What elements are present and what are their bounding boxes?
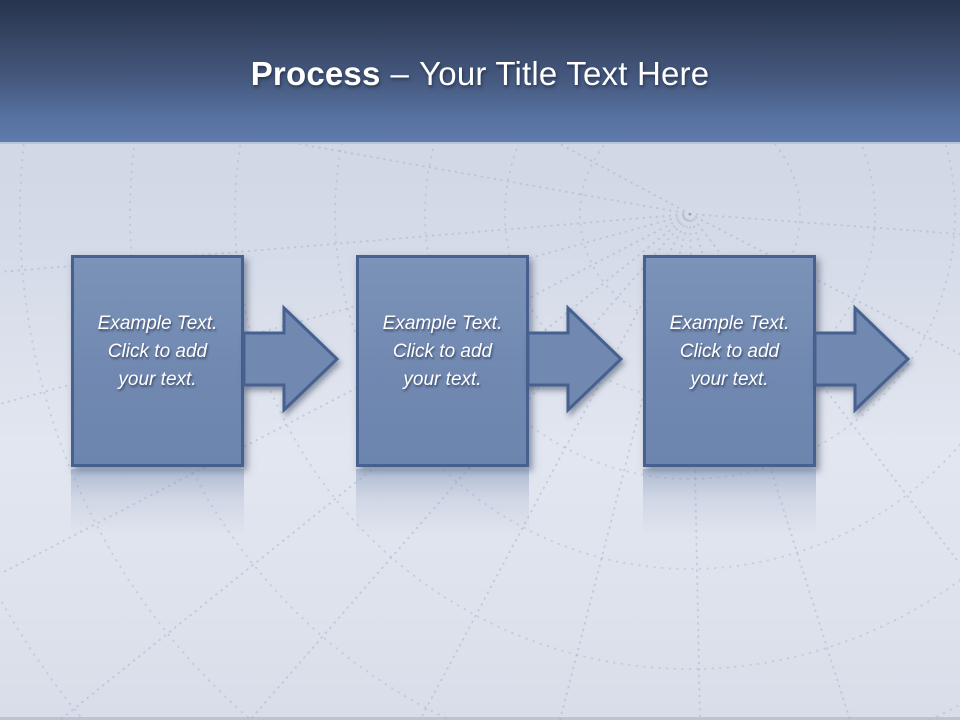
process-arrow-icon [242, 304, 340, 414]
slide-bottom-edge [0, 717, 960, 720]
title-separator: – [390, 55, 410, 92]
slide-header: Process – Your Title Text Here [0, 0, 960, 144]
step-text-line: your text. [118, 369, 197, 390]
step-reflection [71, 469, 244, 535]
step-text-line: Example Text. [97, 313, 218, 334]
process-arrow-icon [526, 304, 624, 414]
step-text-line: Click to add [392, 341, 493, 362]
step-text-line: your text. [690, 369, 769, 390]
step-reflection [356, 469, 529, 535]
process-step-1[interactable]: Example Text. Click to add your text. [71, 255, 244, 467]
title-rest: Your Title Text Here [419, 55, 710, 92]
process-arrow-icon [813, 304, 911, 414]
step-text-line: Click to add [107, 341, 208, 362]
slide-title[interactable]: Process – Your Title Text Here [251, 55, 710, 93]
step-text-line: Example Text. [382, 313, 503, 334]
title-emphasis: Process [250, 55, 381, 92]
step-text-line: Click to add [679, 341, 780, 362]
step-text-line: your text. [403, 369, 482, 390]
process-step-2[interactable]: Example Text. Click to add your text. [356, 255, 529, 467]
process-step-3[interactable]: Example Text. Click to add your text. [643, 255, 816, 467]
step-reflection [643, 469, 816, 535]
step-text-line: Example Text. [669, 313, 790, 334]
